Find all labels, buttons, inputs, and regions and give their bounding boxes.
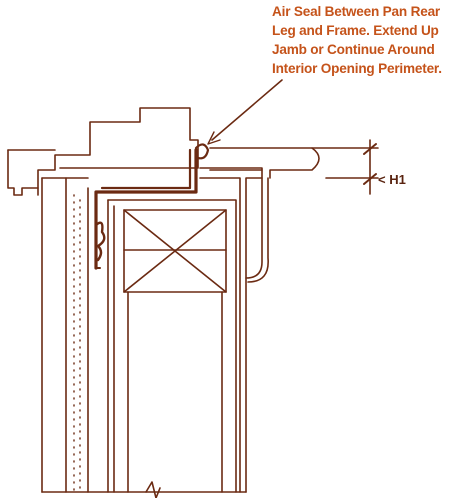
air-seal-callout: Air Seal Between Pan Rear Leg and Frame.…	[272, 2, 448, 78]
dimension-tick-top	[363, 143, 377, 155]
interior-stool	[209, 147, 320, 179]
callout-line-4: Interior Opening Perimeter.	[272, 61, 442, 76]
callout-line-1: Air Seal Between Pan Rear	[272, 4, 441, 19]
window-frame-outer	[107, 199, 237, 493]
callout-line-3: Jamb or Continue Around	[272, 42, 435, 57]
sill-pan-flashing	[94, 148, 198, 270]
callout-leader-arrow	[207, 131, 221, 145]
stucco-texture-dots	[73, 194, 81, 491]
frame-head	[199, 167, 263, 493]
callout-leader-line	[211, 79, 283, 141]
break-line	[145, 481, 161, 498]
frame-head-inner	[199, 177, 241, 493]
air-seal-top	[194, 143, 210, 160]
h1-dimension-label: < H1	[378, 172, 406, 187]
air-seal-bead	[94, 221, 106, 262]
apron-curve	[247, 177, 269, 283]
apron-return	[245, 177, 263, 279]
dimension-tick-bottom	[363, 173, 377, 185]
callout-line-2: Leg and Frame. Extend Up	[272, 23, 439, 38]
sill-pan-inner-leg	[100, 148, 192, 190]
sash-cross-2	[123, 209, 227, 293]
exterior-sill-trim	[7, 107, 199, 196]
